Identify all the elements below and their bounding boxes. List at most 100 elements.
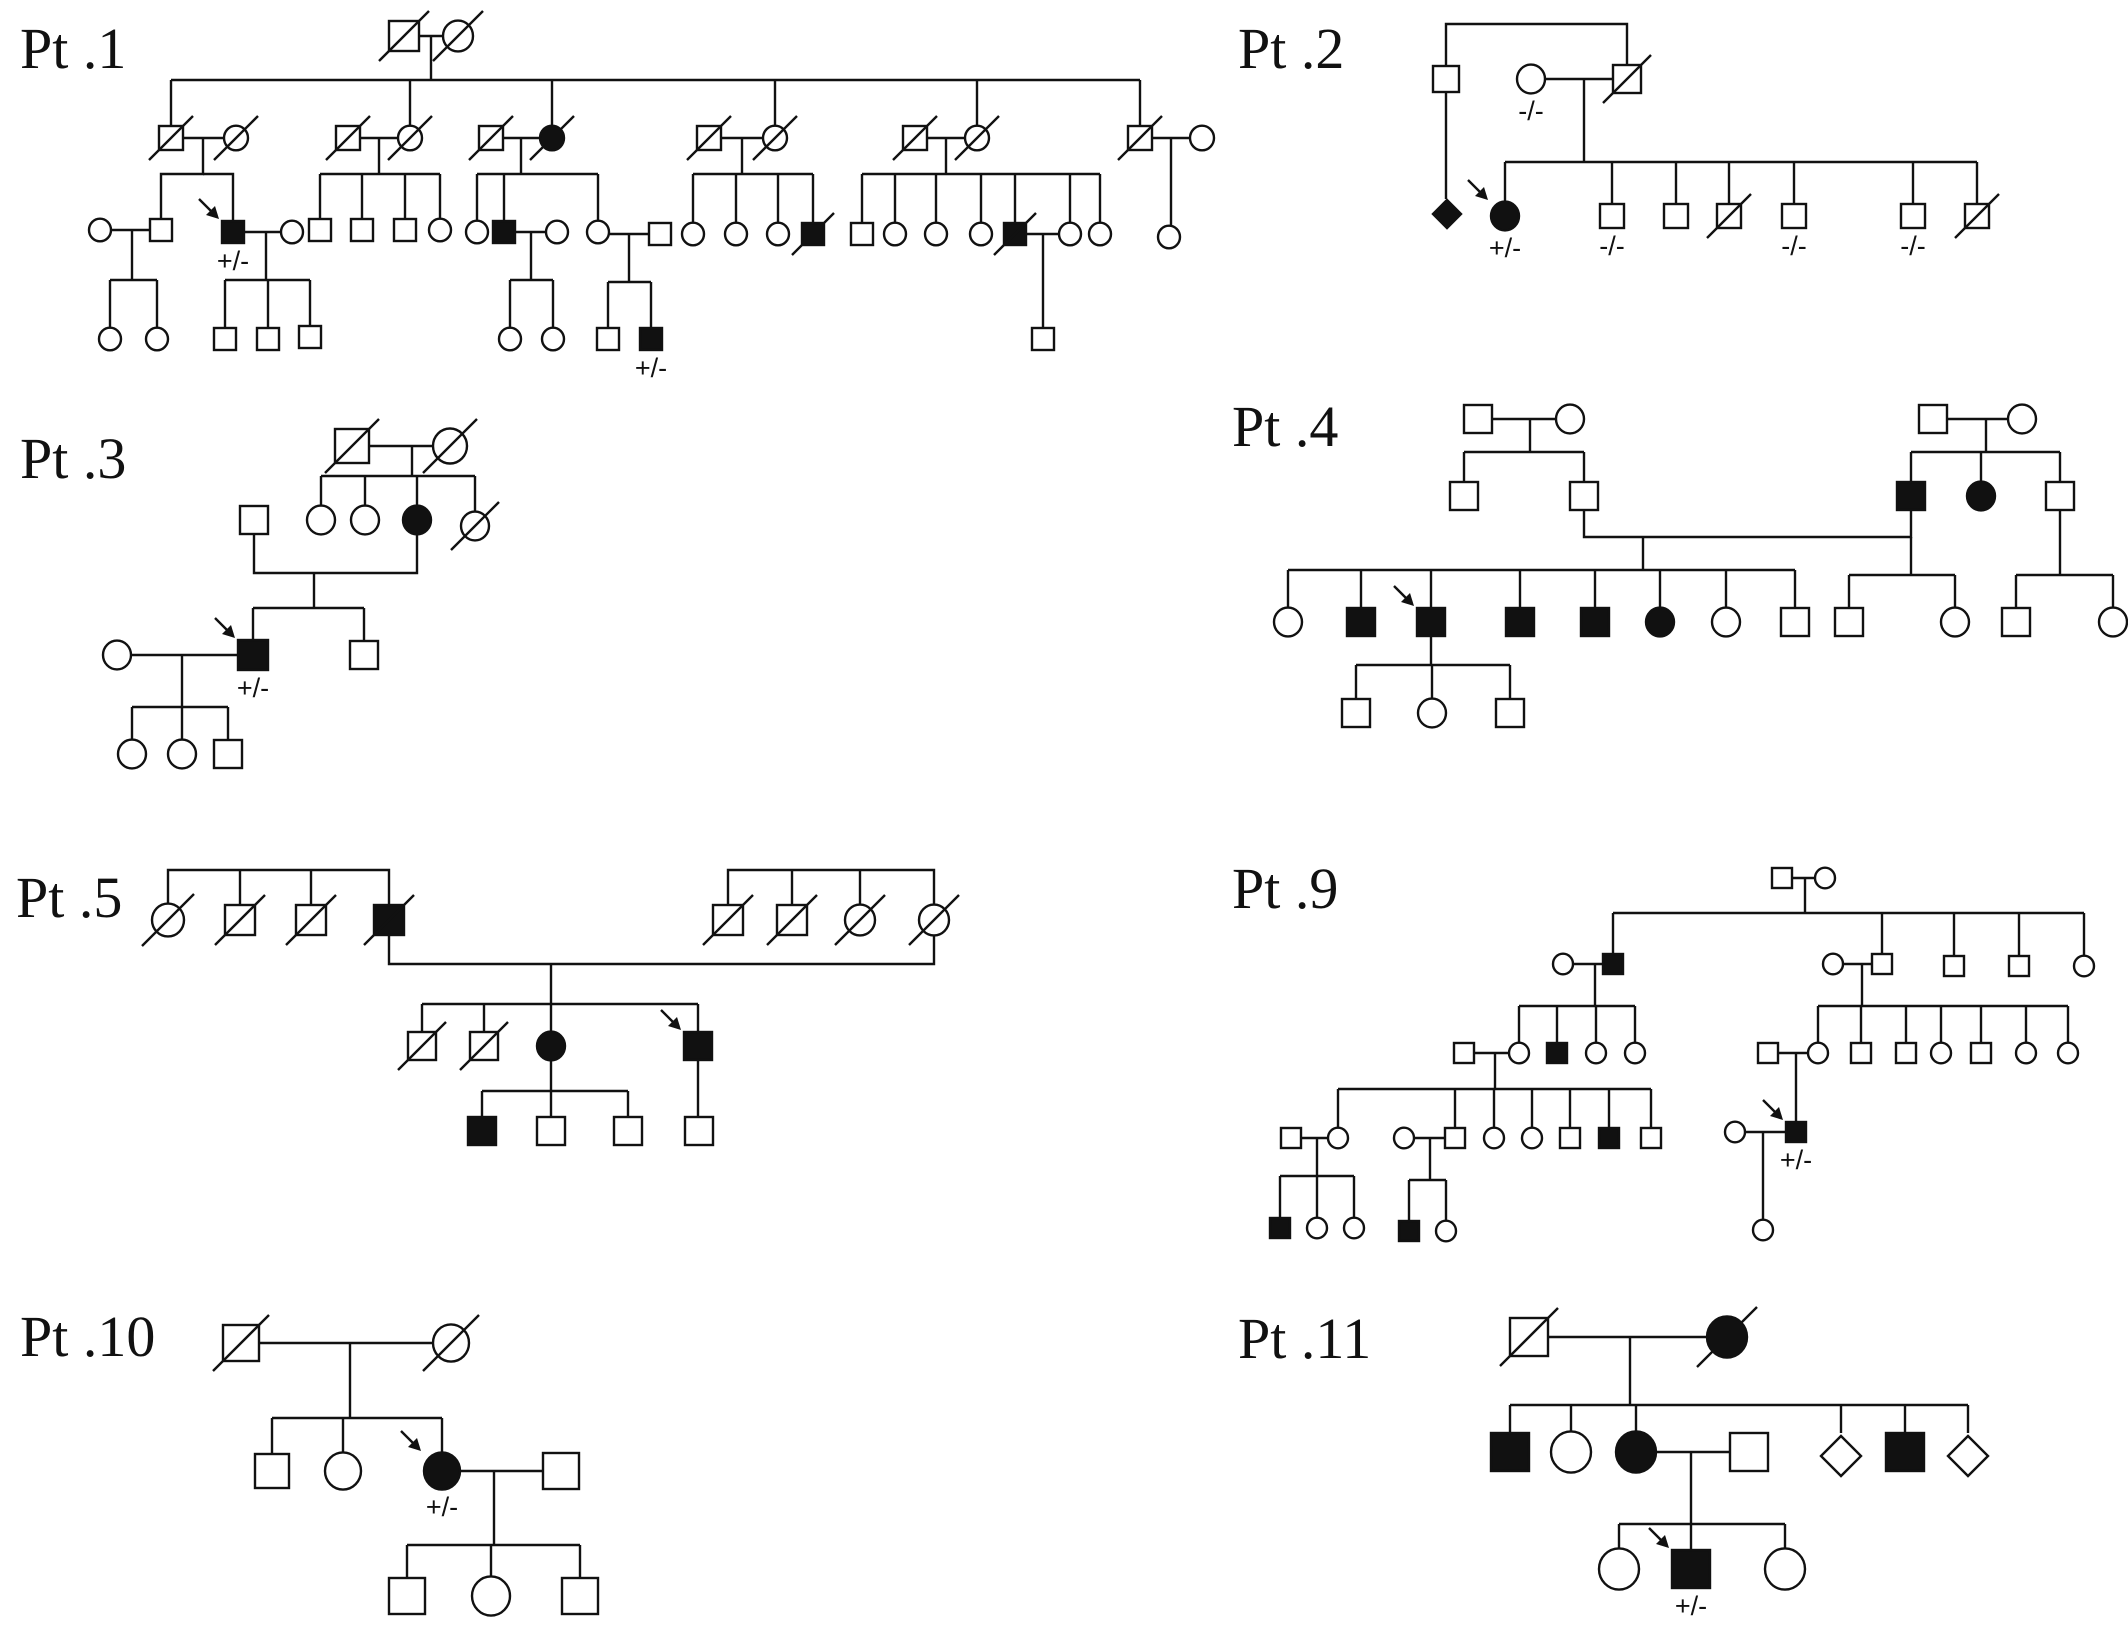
male-symbol [1969,1041,1993,1065]
affected-male-symbol [1601,952,1625,976]
deceased-slash [766,894,818,946]
proband-arrowhead [1475,187,1488,200]
deceased-slash [1602,54,1652,104]
female-symbol [540,326,566,352]
affected-male-symbol [1597,1126,1621,1150]
affected-male-symbol [1345,606,1377,638]
deceased-slash [422,1314,480,1372]
female-symbol [1326,1126,1350,1150]
female-symbol [2056,1041,2080,1065]
male-symbol [238,504,270,536]
affected-male-symbol [682,1030,714,1062]
male-symbol [1770,866,1794,890]
proband-arrowhead [408,1438,421,1451]
pedigree-label-pt4: Pt .4 [1232,394,1338,459]
affected-male-symbol [1579,606,1611,638]
female-symbol [585,219,611,245]
deceased-slash [1696,1306,1758,1368]
genotype-label: +/- [635,353,667,383]
affected-female-symbol [535,1030,567,1062]
male-symbol [1917,403,1949,435]
male-symbol [1833,606,1865,638]
female-symbol [1434,1219,1458,1243]
female-symbol [305,504,337,536]
female-symbol [349,504,381,536]
female-symbol [1188,124,1216,152]
affected-male-symbol [1884,1431,1926,1473]
pedigree-label-pt3: Pt .3 [20,426,126,491]
unknown-sex-symbol [1819,1434,1863,1478]
female-symbol [1416,697,1448,729]
deceased-slash [387,115,433,161]
pedigree-pt5: Pt .5 [16,865,960,1147]
affected-male-symbol [638,326,664,352]
pedigree-label-pt9: Pt .9 [1232,856,1338,921]
affected-male-symbol [1397,1219,1421,1243]
female-symbol [1507,1041,1531,1065]
affected-male-symbol [1504,606,1536,638]
male-symbol [348,639,380,671]
female-symbol [1549,1430,1593,1474]
affected-male-symbol [1670,1548,1712,1590]
female-symbol [1057,221,1083,247]
male-symbol [1279,1126,1303,1150]
pedigree-pt10: Pt .10 +/- [20,1304,600,1617]
deceased-slash [702,894,754,946]
male-symbol [307,217,333,243]
mating-line [387,935,936,966]
sibship-line [726,868,936,905]
female-symbol [2072,954,2096,978]
deceased-slash [1954,193,2000,239]
pedigree-label-pt10: Pt .10 [20,1304,155,1369]
female-symbol [882,221,908,247]
female-symbol [1623,1041,1647,1065]
deceased-slash [363,894,415,946]
deceased-slash [529,115,575,161]
female-symbol [1342,1216,1366,1240]
male-symbol [1779,606,1811,638]
female-symbol [1751,1218,1775,1242]
consanguinity-line [1444,22,1629,66]
proband-arrowhead [1770,1107,1783,1120]
deceased-slash [378,10,430,62]
female-symbol [101,639,133,671]
male-symbol [1894,1041,1918,1065]
female-symbol [279,219,305,245]
male-symbol [1942,954,1966,978]
female-symbol [166,738,198,770]
male-symbol [1431,64,1461,94]
proband-arrowhead [222,625,235,638]
descent-line [203,172,235,221]
deceased-slash [1706,193,1752,239]
female-symbol [1087,221,1113,247]
genotype-label: +/- [1780,1145,1812,1175]
female-symbol [116,738,148,770]
deceased-slash [324,418,380,474]
male-symbol [535,1115,567,1147]
deceased-slash [432,10,484,62]
female-symbol [1821,952,1845,976]
deceased-slash [752,115,798,161]
female-symbol [1597,1547,1641,1591]
pedigree-pt3: Pt .3 +/- [20,418,500,770]
male-symbol [1462,403,1494,435]
male-symbol [1598,202,1626,230]
female-symbol [1806,1041,1830,1065]
deceased-slash [214,894,266,946]
female-symbol [470,1575,512,1617]
deceased-slash [459,1021,509,1071]
male-symbol [1870,952,1894,976]
female-symbol [2014,1041,2038,1065]
affected-male-symbol [1415,606,1447,638]
male-symbol [647,221,673,247]
male-symbol [1849,1041,1873,1065]
female-symbol [680,221,706,247]
male-symbol [253,1452,291,1490]
male-symbol [1568,480,1600,512]
female-symbol [1482,1126,1506,1150]
male-symbol [1728,1431,1770,1473]
male-symbol [595,326,621,352]
pedigree-pt1: Pt .1 [20,10,1216,383]
male-symbol [212,326,238,352]
male-symbol [255,326,281,352]
